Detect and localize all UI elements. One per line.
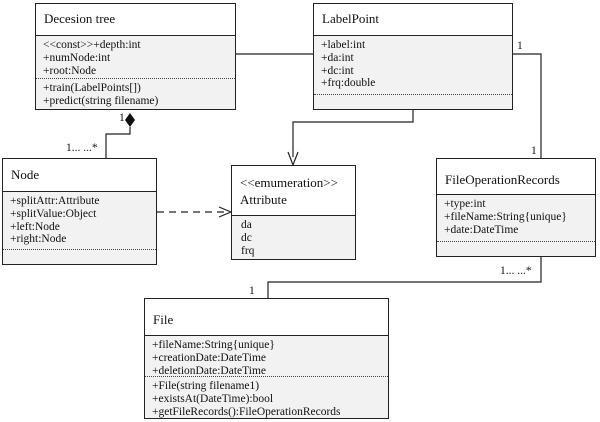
labelpoint-attribute-link bbox=[292, 110, 414, 157]
records-file-association bbox=[267, 257, 542, 298]
compartment-divider bbox=[3, 249, 156, 250]
attribute: +dc:int bbox=[321, 64, 354, 77]
class-name: LabelPoint bbox=[314, 9, 512, 31]
class-labelpoint: LabelPoint +label:int +da:int +dc:int +f… bbox=[313, 3, 513, 110]
attribute: +numNode:int bbox=[43, 51, 111, 64]
class-name: File bbox=[145, 310, 388, 330]
attributes-compartment: +type:int +fileName:String{unique} +date… bbox=[437, 194, 595, 256]
class-name: Node bbox=[3, 165, 156, 187]
attribute: +da:int bbox=[321, 51, 354, 64]
attribute: +root:Node bbox=[43, 64, 97, 77]
operation: +existsAt(DateTime):bool bbox=[152, 392, 274, 405]
attribute: +left:Node bbox=[10, 220, 60, 233]
operation: +predict(string filename) bbox=[43, 94, 159, 107]
multiplicity-records-top: 1 bbox=[531, 145, 537, 157]
class-node: Node +splitAttr:Attribute +splitValue:Ob… bbox=[2, 158, 157, 265]
operations-compartment: +train(LabelPoints[]) +predict(string fi… bbox=[36, 78, 235, 109]
multiplicity-records-bottom: 1... ...* bbox=[500, 265, 532, 277]
class-file-operation-records: FileOperationRecords +type:int +fileName… bbox=[436, 158, 596, 257]
class-name: Attribute bbox=[232, 192, 355, 212]
attribute: +right:Node bbox=[10, 233, 67, 246]
class-name: FileOperationRecords bbox=[437, 170, 595, 190]
composition-diamond bbox=[125, 113, 135, 127]
attribute: <<const>>+depth:int bbox=[43, 39, 141, 51]
attribute: +frq:double bbox=[321, 77, 376, 90]
attribute: +creationDate:DateTime bbox=[152, 351, 266, 364]
attribute: +label:int bbox=[321, 39, 366, 51]
attribute: +date:DateTime bbox=[444, 223, 519, 236]
attributes-compartment: +fileName:String{unique} +creationDate:D… bbox=[145, 335, 388, 377]
class-decision-tree: Decesion tree <<const>>+depth:int +numNo… bbox=[35, 3, 236, 110]
attribute: +deletionDate:DateTime bbox=[152, 364, 267, 377]
enum-literal: dc bbox=[241, 231, 252, 244]
attribute: +fileName:String{unique} bbox=[152, 339, 275, 351]
attribute: +type:int bbox=[444, 198, 486, 210]
multiplicity-node-side: 1... ...* bbox=[66, 142, 98, 154]
operation: +getFileRecords():FileOperationRecords bbox=[152, 405, 341, 418]
attribute: +fileName:String{unique} bbox=[444, 210, 567, 223]
literals-compartment: da dc frq bbox=[232, 215, 355, 259]
multiplicity-file-side: 1 bbox=[249, 285, 255, 297]
enum-stereotype: <<emumeration>> bbox=[232, 175, 355, 191]
operations-compartment: +File(string filename1) +existsAt(DateTi… bbox=[145, 376, 388, 418]
multiplicity-tree-side: 1 bbox=[119, 112, 125, 124]
attributes-compartment: +label:int +da:int +dc:int +frq:double bbox=[314, 35, 512, 109]
operation: +File(string filename1) bbox=[152, 380, 260, 392]
attribute: +splitAttr:Attribute bbox=[10, 195, 100, 207]
compartment-divider bbox=[437, 241, 595, 242]
attributes-compartment: +splitAttr:Attribute +splitValue:Object … bbox=[3, 191, 156, 264]
tree-node-composition bbox=[105, 127, 131, 158]
enum-literal: da bbox=[241, 219, 252, 231]
enum-attribute: <<emumeration>> Attribute da dc frq bbox=[231, 165, 356, 260]
operation: +train(LabelPoints[]) bbox=[43, 82, 141, 94]
class-name: Decesion tree bbox=[36, 9, 235, 31]
attributes-compartment: <<const>>+depth:int +numNode:int +root:N… bbox=[36, 35, 235, 78]
compartment-divider bbox=[314, 94, 512, 95]
enum-literal: frq bbox=[241, 244, 255, 257]
class-file: File +fileName:String{unique} +creationD… bbox=[144, 298, 389, 419]
labelpoint-records-association bbox=[513, 53, 542, 158]
attribute: +splitValue:Object bbox=[10, 207, 97, 220]
multiplicity-labelpoint-side: 1 bbox=[517, 40, 523, 52]
